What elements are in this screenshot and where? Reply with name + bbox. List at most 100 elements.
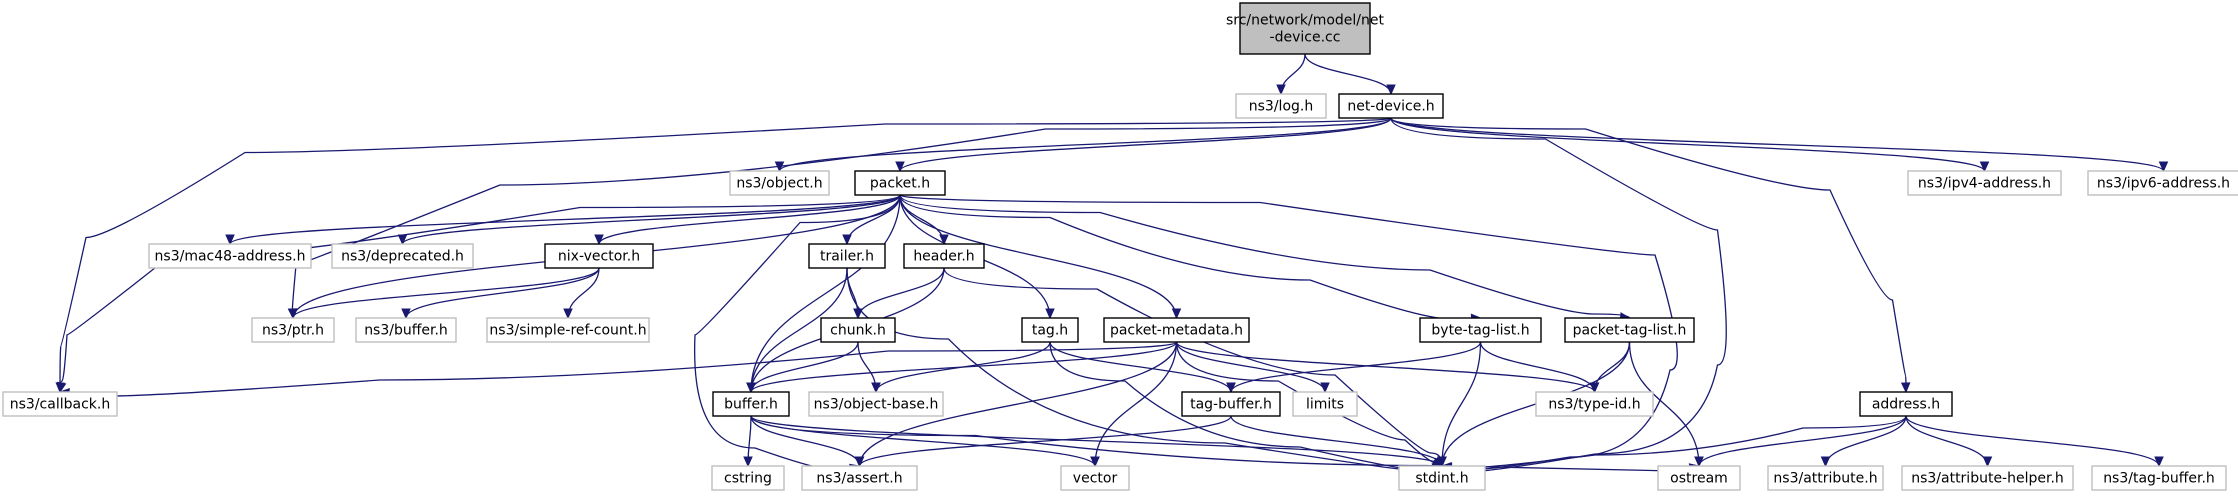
edge-line: [899, 117, 1392, 172]
arrowhead: [1226, 382, 1236, 394]
node-root[interactable]: src/network/model/net-device.cc: [1226, 2, 1385, 55]
edge-pkttag-to-typeid: [1589, 341, 1631, 394]
node-label: stdint.h: [1415, 471, 1468, 487]
edge-netdevice-to-ipv6: [1390, 117, 2169, 173]
edge-packet-to-pktmeta: [899, 194, 1182, 320]
edge-address-to-stdint: [1440, 415, 1907, 472]
node-header[interactable]: header.h: [903, 243, 985, 269]
node-box: [808, 243, 886, 269]
node-label: ns3/attribute-helper.h: [1911, 471, 2064, 487]
edge-nixvector-to-nsbuffer: [401, 267, 600, 320]
node-trailer[interactable]: trailer.h: [808, 243, 886, 269]
edge-line: [1390, 117, 2165, 172]
edge-address-to-attribute: [1820, 415, 1907, 468]
node-box: [1103, 317, 1250, 343]
node-bytetag[interactable]: byte-tag-list.h: [1419, 317, 1542, 343]
node-box: [486, 317, 650, 343]
node-netdevice[interactable]: net-device.h: [1338, 93, 1444, 119]
node-box: [1021, 317, 1079, 343]
edge-line: [1230, 341, 1482, 393]
node-box: [2091, 465, 2227, 491]
edge-line: [1628, 341, 1700, 467]
node-box: [711, 465, 785, 491]
node-box: [1419, 317, 1542, 343]
edge-line: [1593, 341, 1631, 393]
arrowhead: [1276, 84, 1286, 96]
edge-line: [1441, 341, 1482, 467]
node-pktmeta[interactable]: packet-metadata.h: [1103, 317, 1250, 343]
node-box: [1767, 465, 1884, 491]
arrowhead: [401, 308, 411, 320]
node-buffer[interactable]: buffer.h: [712, 391, 790, 417]
node-box: [854, 170, 946, 196]
node-chunk[interactable]: chunk.h: [820, 317, 896, 343]
arrowhead: [1694, 456, 1704, 468]
arrowhead: [871, 382, 881, 394]
node-label: limits: [1306, 397, 1344, 413]
edge-line: [598, 194, 901, 245]
arrowhead: [1982, 456, 1993, 468]
node-label: net-device.h: [1347, 99, 1434, 115]
node-ostream: ostream: [1657, 465, 1741, 491]
edge-line: [1824, 415, 1907, 467]
arrowhead: [57, 381, 67, 394]
node-label: packet.h: [870, 176, 930, 192]
edge-root-to-netdevice: [1304, 53, 1396, 96]
edge-line: [1175, 341, 1326, 393]
node-address[interactable]: address.h: [1859, 391, 1953, 417]
node-simpleref: ns3/simple-ref-count.h: [486, 317, 650, 343]
arrowhead: [895, 161, 905, 173]
edge-line: [750, 415, 861, 467]
edge-line: [899, 194, 1178, 319]
node-label: ns3/ipv6-address.h: [2097, 176, 2230, 192]
node-attribute: ns3/attribute.h: [1767, 465, 1884, 491]
edge-line: [59, 194, 901, 393]
edge-header-to-chunk: [853, 267, 945, 320]
edge-packet-to-callback: [57, 194, 901, 394]
edge-line: [1390, 117, 1727, 473]
node-label: header.h: [913, 249, 974, 265]
edge-line: [59, 117, 1392, 393]
arrowhead: [854, 456, 865, 468]
edge-pktmeta-to-vector: [1090, 341, 1178, 468]
node-packet[interactable]: packet.h: [854, 170, 946, 196]
node-label: address.h: [1872, 397, 1940, 413]
edge-pktmeta-to-limits: [1175, 341, 1330, 394]
edge-line: [1390, 117, 1986, 172]
edge-line: [750, 267, 848, 393]
edge-packet-to-pkttag: [899, 194, 1631, 322]
edge-line: [291, 117, 1392, 319]
edge-netdevice-to-address: [1390, 117, 1911, 394]
edge-line: [567, 267, 600, 319]
arrowhead: [594, 234, 604, 246]
arrowhead: [853, 308, 863, 320]
edge-line: [59, 341, 1178, 397]
node-cstring: cstring: [711, 465, 785, 491]
edge-packet-to-deprecated: [397, 194, 901, 246]
node-typeid: ns3/type-id.h: [1535, 391, 1654, 417]
edge-root-to-log: [1276, 53, 1306, 96]
arrowhead: [2154, 456, 2164, 468]
node-tag[interactable]: tag.h: [1021, 317, 1079, 343]
node-box: [331, 243, 474, 269]
arrowhead: [1320, 382, 1330, 394]
node-tagbuffer[interactable]: tag-buffer.h: [1181, 391, 1281, 417]
node-label: -device.cc: [1270, 30, 1341, 46]
node-pkttag[interactable]: packet-tag-list.h: [1564, 317, 1695, 343]
edge-line: [1905, 415, 2160, 467]
node-box: [1901, 465, 2074, 491]
node-nixvector[interactable]: nix-vector.h: [544, 243, 654, 269]
node-ipv4: ns3/ipv4-address.h: [1907, 170, 2062, 196]
node-box: [903, 243, 985, 269]
arrowhead: [1090, 456, 1100, 468]
edge-netdevice-to-ipv4: [1390, 117, 1990, 173]
arrowhead: [563, 308, 573, 320]
edge-line: [750, 194, 901, 393]
edge-packet-to-mac48: [225, 194, 901, 246]
arrowhead: [746, 382, 756, 394]
arrowhead: [397, 234, 408, 246]
node-box: [1060, 465, 1130, 491]
arrowhead: [2158, 161, 2169, 173]
node-box: [1181, 391, 1281, 417]
node-ptr: ns3/ptr.h: [251, 317, 335, 343]
